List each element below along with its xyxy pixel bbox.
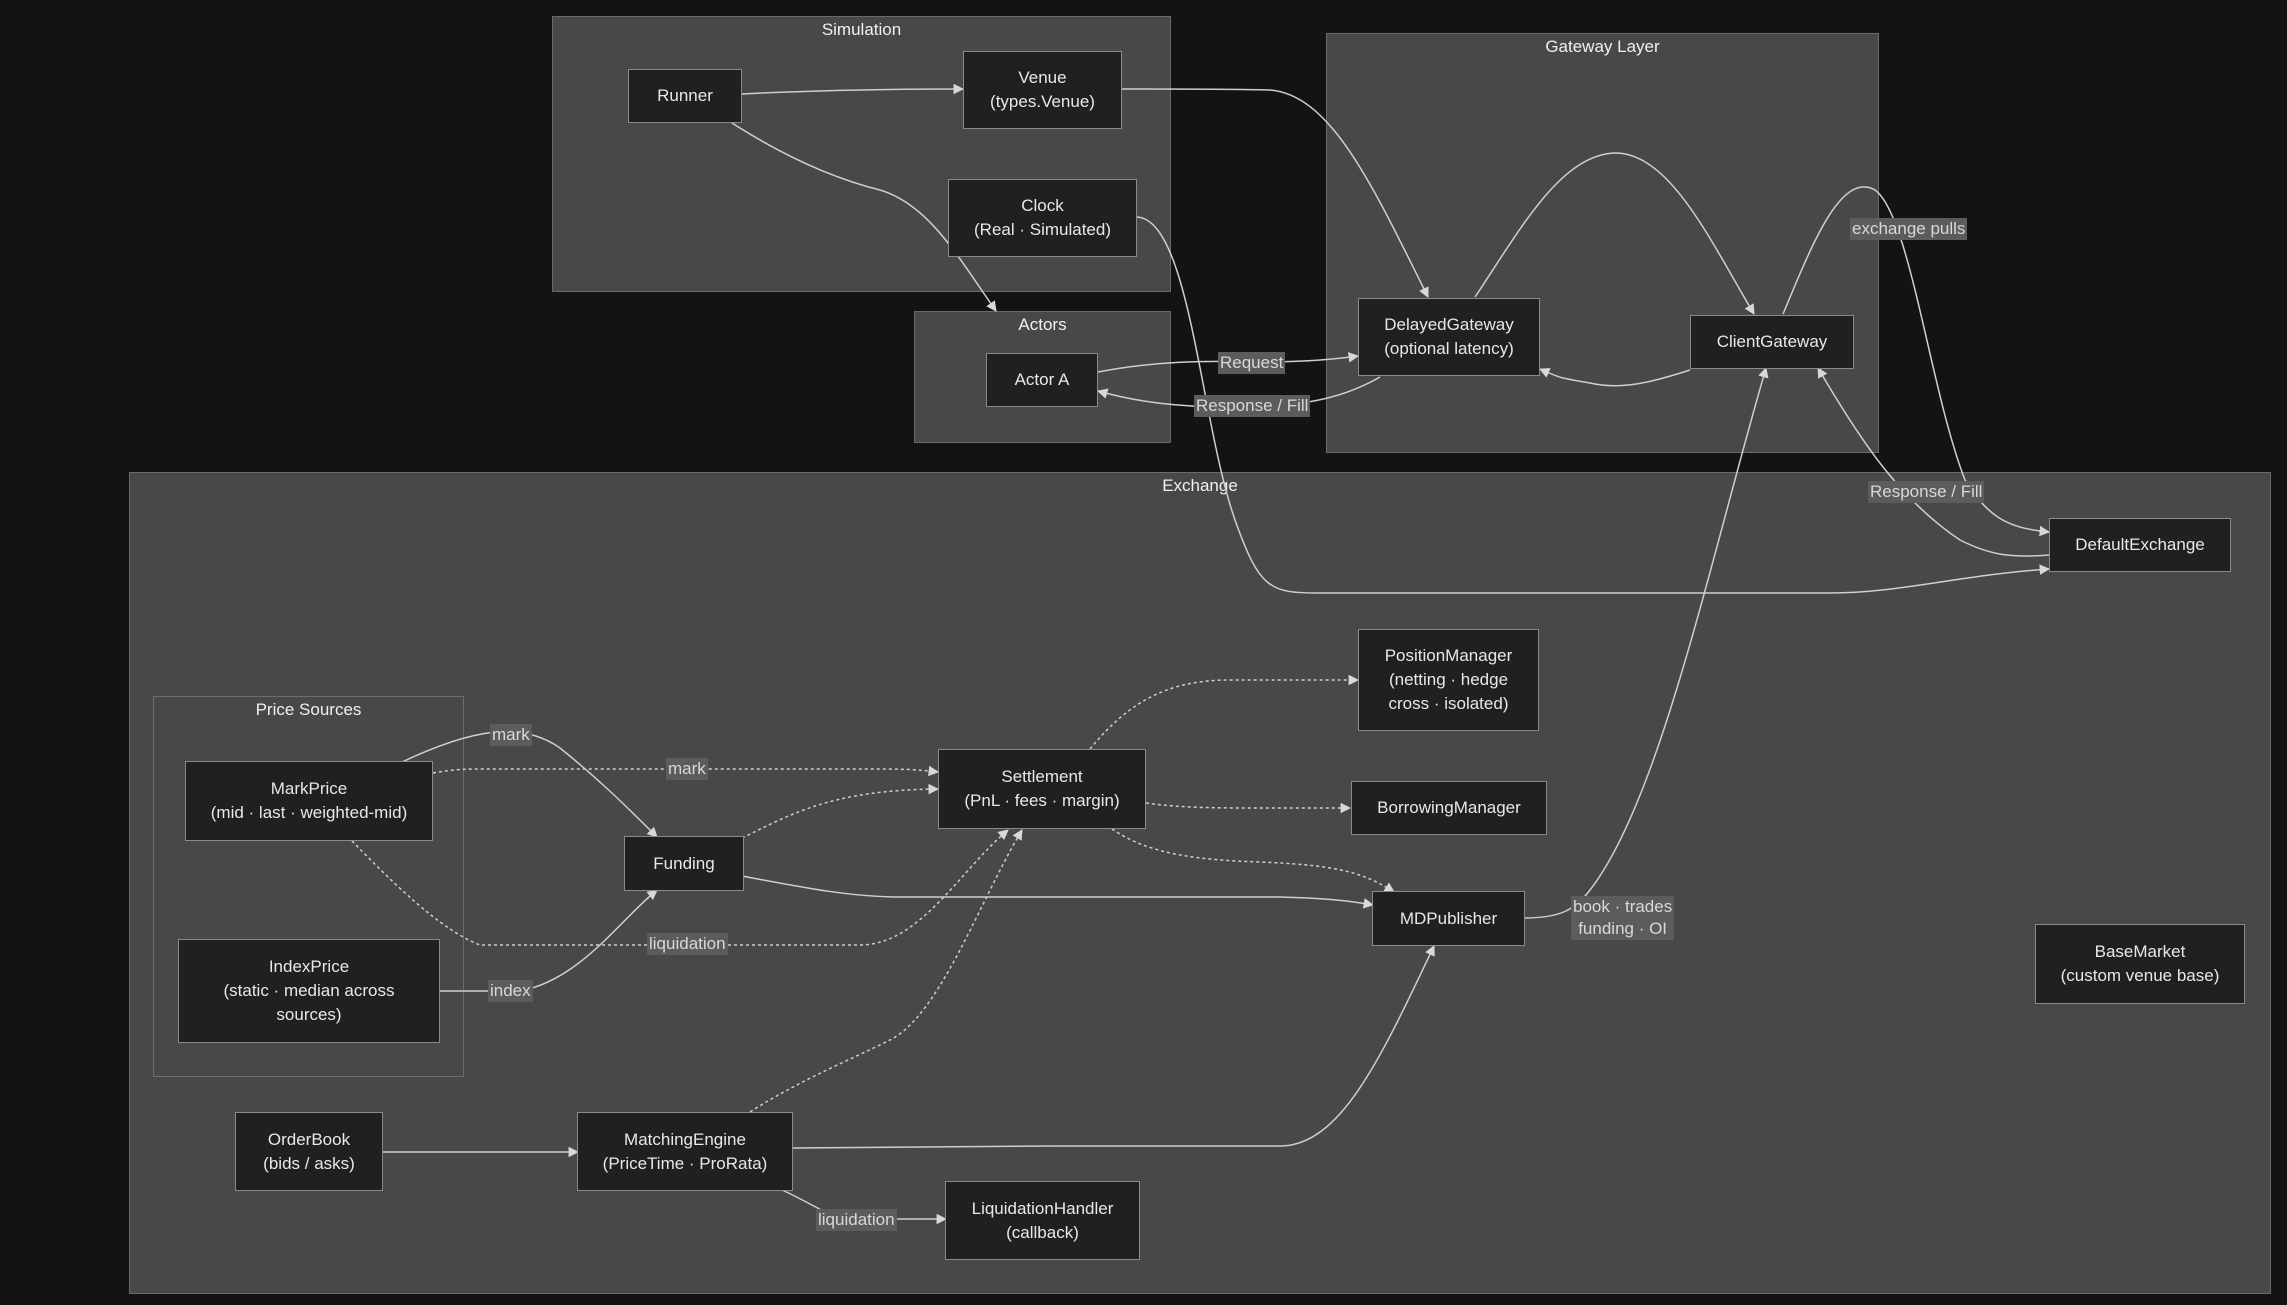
edge-indexprice-funding (438, 889, 658, 992)
actor-a-node[interactable]: Actor A (986, 353, 1098, 407)
edge-venue-delayedgateway (1121, 88, 1429, 298)
position-manager-line3: cross · isolated) (1388, 694, 1509, 713)
mark-price-sublabel: (mid · last · weighted-mid) (210, 803, 408, 822)
order-book-node[interactable]: OrderBook (bids / asks) (235, 1112, 383, 1191)
edge-label-request: Request (1218, 352, 1286, 374)
client-gateway-label: ClientGateway (1716, 332, 1828, 351)
edge-matching-settlement (749, 829, 1023, 1113)
funding-node[interactable]: Funding (624, 836, 744, 891)
edge-label-liquidation-handler: liquidation (816, 1209, 897, 1231)
edge-label-index: index (488, 980, 533, 1002)
clock-sublabel: (Real · Simulated) (974, 220, 1111, 239)
edge-default-client-response (1817, 367, 2050, 557)
settlement-node[interactable]: Settlement (PnL · fees · margin) (938, 749, 1146, 829)
edge-mdpublisher-clientgateway (1523, 366, 1769, 919)
matching-engine-node[interactable]: MatchingEngine (PriceTime · ProRata) (577, 1112, 793, 1191)
edge-client-delayed (1539, 368, 1691, 387)
client-gateway-node[interactable]: ClientGateway (1690, 315, 1854, 369)
exchange-cluster-title: Exchange (1162, 476, 1238, 495)
edge-runner-venue (741, 83, 965, 95)
exchange-cluster: Exchange (129, 472, 2271, 1294)
base-market-node[interactable]: BaseMarket (custom venue base) (2035, 924, 2245, 1004)
actor-a-label: Actor A (1014, 370, 1070, 389)
md-publisher-label: MDPublisher (1399, 908, 1498, 928)
edge-settlement-position (1089, 674, 1360, 750)
liquidation-handler-sublabel: (callback) (1006, 1222, 1079, 1242)
venue-node[interactable]: Venue (types.Venue) (963, 51, 1122, 129)
position-manager-label: PositionManager (1384, 646, 1513, 665)
order-book-sublabel: (bids / asks) (263, 1153, 355, 1173)
settlement-label: Settlement (1001, 767, 1083, 786)
liquidation-handler-label: LiquidationHandler (971, 1198, 1114, 1218)
gateway-layer-cluster: Gateway Layer (1326, 33, 1879, 453)
delayed-gateway-sublabel: (optional latency) (1384, 339, 1514, 358)
edge-runner-actors (731, 122, 997, 312)
position-manager-line2: (netting · hedge (1388, 670, 1509, 689)
index-price-line3: sources) (276, 1005, 342, 1024)
matching-engine-label: MatchingEngine (624, 1129, 746, 1149)
base-market-label: BaseMarket (2094, 942, 2186, 961)
price-sources-cluster-title: Price Sources (255, 700, 362, 719)
edge-delayed-client (1474, 152, 1755, 315)
runner-node[interactable]: Runner (628, 69, 742, 123)
simulation-cluster-title: Simulation (821, 20, 902, 39)
venue-sublabel: (types.Venue) (990, 92, 1095, 111)
default-exchange-node[interactable]: DefaultExchange (2049, 518, 2231, 572)
index-price-label: IndexPrice (268, 957, 350, 976)
edge-matching-mdpublisher (791, 945, 1435, 1149)
gateway-layer-cluster-title: Gateway Layer (1545, 37, 1660, 56)
runner-label: Runner (657, 86, 713, 105)
funding-label: Funding (653, 853, 715, 873)
position-manager-node[interactable]: PositionManager (netting · hedge cross ·… (1358, 629, 1539, 731)
settlement-sublabel: (PnL · fees · margin) (964, 791, 1120, 810)
delayed-gateway-node[interactable]: DelayedGateway (optional latency) (1358, 298, 1540, 376)
edge-label-exchange-pulls: exchange pulls (1850, 218, 1968, 240)
edge-funding-mdpublisher (741, 875, 1375, 909)
edge-settlement-borrowing (1145, 802, 1352, 814)
actors-cluster-title: Actors (1018, 315, 1067, 334)
default-exchange-label: DefaultExchange (2075, 535, 2205, 554)
edge-label-book-trades: book · trades funding · OI (1571, 896, 1675, 940)
edge-funding-settlement (741, 783, 940, 839)
borrowing-manager-label: BorrowingManager (1377, 798, 1521, 817)
edge-label-book-trades-line2: funding · OI (1578, 919, 1668, 938)
edge-label-mark-settlement: mark (666, 758, 708, 780)
edge-label-response-fill-actor: Response / Fill (1194, 395, 1311, 417)
edge-label-mark-funding: mark (490, 724, 532, 746)
md-publisher-node[interactable]: MDPublisher (1372, 891, 1525, 946)
mark-price-node[interactable]: MarkPrice (mid · last · weighted-mid) (185, 761, 433, 841)
venue-label: Venue (1018, 68, 1067, 87)
order-book-label: OrderBook (267, 1129, 351, 1149)
base-market-sublabel: (custom venue base) (2060, 966, 2220, 985)
edge-markprice-funding (401, 730, 658, 838)
index-price-line2: (static · median across (223, 981, 395, 1000)
edge-client-default-pulls (1782, 186, 2051, 537)
edge-markprice-liquidation-settlement (351, 829, 1009, 946)
liquidation-handler-node[interactable]: LiquidationHandler (callback) (945, 1181, 1140, 1260)
index-price-node[interactable]: IndexPrice (static · median across sourc… (178, 939, 440, 1043)
borrowing-manager-node[interactable]: BorrowingManager (1351, 781, 1547, 835)
edge-label-liquidation-settlement: liquidation (647, 933, 728, 955)
edge-clock-defaultexchange (1136, 216, 2051, 594)
edge-label-response-fill-exchange: Response / Fill (1868, 481, 1985, 503)
clock-node[interactable]: Clock (Real · Simulated) (948, 179, 1137, 257)
matching-engine-sublabel: (PriceTime · ProRata) (602, 1153, 768, 1173)
edge-settlement-mdpublisher (1111, 828, 1395, 893)
mark-price-label: MarkPrice (270, 779, 348, 798)
edge-label-book-trades-line1: book · trades (1573, 897, 1673, 916)
clock-label: Clock (1021, 196, 1064, 215)
delayed-gateway-label: DelayedGateway (1384, 315, 1514, 334)
